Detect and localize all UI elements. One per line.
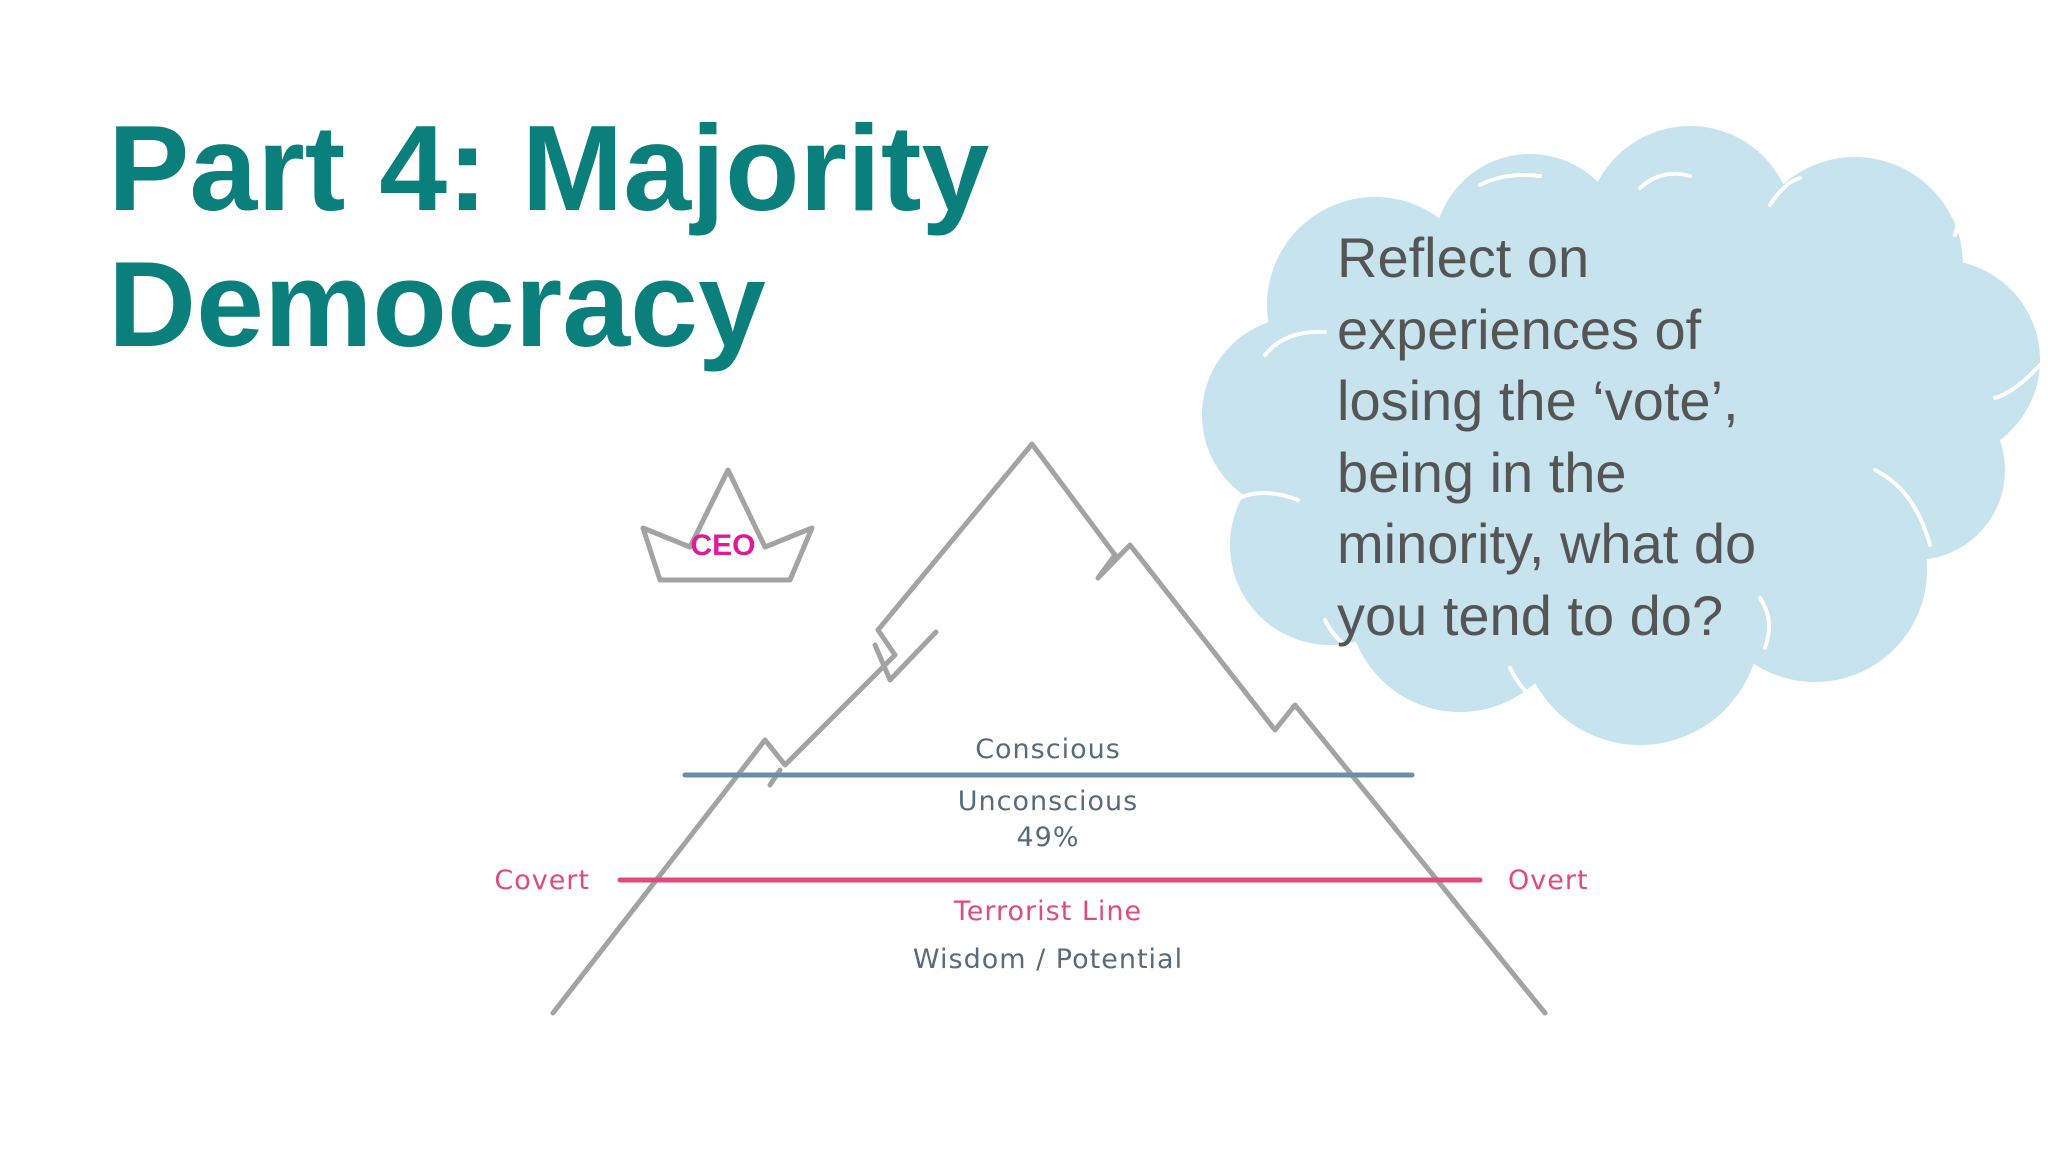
unconscious-label: Unconscious bbox=[958, 786, 1138, 817]
bubble-line-4: being in the bbox=[1337, 440, 1627, 504]
bubble-line-2: experiences of bbox=[1337, 297, 1702, 361]
wisdom-potential-label: Wisdom / Potential bbox=[913, 944, 1183, 975]
conscious-label: Conscious bbox=[975, 734, 1121, 765]
slide-title: Part 4: Majority Democracy bbox=[108, 100, 1008, 372]
bubble-line-3: losing the ‘vote’, bbox=[1337, 369, 1739, 432]
bubble-line-6: you tend to do? bbox=[1337, 583, 1724, 647]
bubble-line-1: Reflect on bbox=[1337, 226, 1590, 289]
unconscious-percent: 49% bbox=[1016, 822, 1079, 853]
crown-icon bbox=[640, 467, 815, 583]
cloud-scallop-lines bbox=[1233, 171, 2042, 702]
thought-bubble-cloud bbox=[1202, 126, 2040, 745]
ceo-crown: CEO bbox=[640, 467, 815, 583]
title-line-2: Democracy bbox=[108, 236, 766, 372]
terrorist-line-label: Terrorist Line bbox=[953, 896, 1142, 927]
bubble-line-5: minority, what do bbox=[1337, 512, 1757, 575]
overt-label: Overt bbox=[1508, 865, 1589, 896]
thought-bubble-text: Reflect on experiences of losing the ‘vo… bbox=[1337, 222, 1877, 651]
title-line-1: Part 4: Majority bbox=[108, 100, 990, 236]
crown-label: CEO bbox=[690, 529, 755, 562]
covert-label: Covert bbox=[494, 865, 590, 896]
